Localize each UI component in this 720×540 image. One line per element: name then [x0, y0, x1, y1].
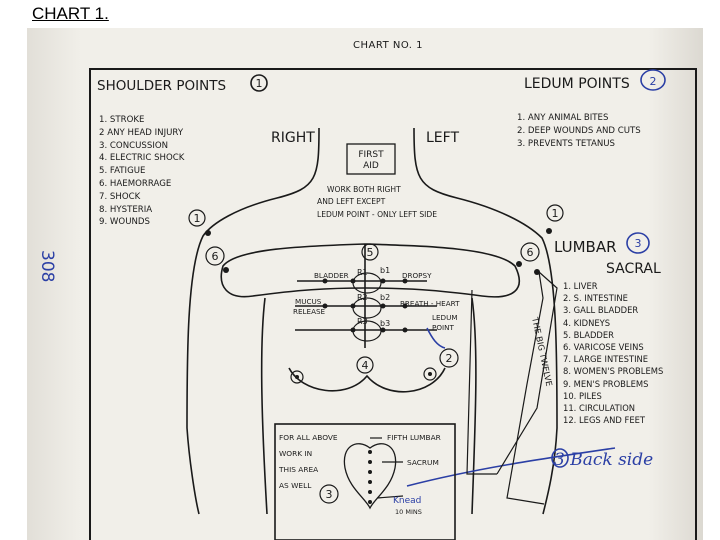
list-item: 9. WOUNDS: [99, 217, 150, 228]
circle-label-6-right: 6: [527, 246, 534, 259]
circle-label-1-top: 1: [256, 77, 263, 90]
label-release: RELEASE: [293, 307, 326, 316]
list-item: 5. BLADDER: [563, 329, 614, 340]
list-item: 7. SHOCK: [99, 191, 141, 202]
list-item: 8. WOMEN'S PROBLEMS: [563, 366, 664, 377]
note-line-1: WORK BOTH RIGHT: [327, 185, 401, 194]
label-b3: b3: [380, 319, 390, 328]
box-line-4: AS WELL: [279, 481, 312, 490]
list-item: 1. LIVER: [563, 281, 598, 291]
list-item: 5. FATIGUE: [99, 166, 146, 177]
list-item: 6. VARICOSE VEINS: [563, 341, 644, 352]
list-item: 4. KIDNEYS: [563, 317, 611, 328]
list-item: 6. HAEMORRAGE: [99, 178, 172, 189]
body-diagram: BLADDER DROPSY MUCUS RELEASE BREATH - HE…: [186, 69, 666, 540]
list-item: 7. LARGE INTESTINE: [563, 354, 649, 365]
label-point: POINT: [432, 323, 454, 332]
box-sacrum: SACRUM: [407, 458, 439, 467]
box-knead: Knead: [393, 496, 421, 506]
label-dropsy: DROPSY: [402, 271, 432, 280]
circle-label-3-lumbar: 3: [635, 237, 642, 250]
label-left: LEFT: [426, 130, 460, 146]
circle-label-4: 4: [362, 359, 369, 372]
list-item: 8. HYSTERIA: [99, 204, 153, 215]
sacral-title: SACRAL: [606, 261, 661, 277]
first-aid-line-2: AID: [363, 161, 379, 171]
list-item: 9. MEN'S PROBLEMS: [563, 378, 649, 389]
label-ledum: LEDUM: [432, 313, 458, 322]
list-item: 10. PILES: [563, 390, 602, 401]
note-line-2: AND LEFT EXCEPT: [317, 197, 386, 206]
list-item: 2. DEEP WOUNDS AND CUTS: [517, 125, 641, 136]
shoulder-points-title: SHOULDER POINTS: [97, 78, 227, 94]
first-aid-line-1: FIRST: [358, 150, 384, 160]
box-fifth-lumbar: FIFTH LUMBAR: [387, 433, 441, 442]
circle-label-2-top: 2: [650, 75, 657, 88]
list-item: 3. CONCUSSION: [99, 140, 169, 151]
box-line-2: WORK IN: [279, 449, 312, 458]
label-r3: R3: [357, 317, 368, 326]
chart-scan: CHART NO. 1 308 SHOULDER POINTS 1. STROK…: [27, 28, 703, 540]
box-line-3: THIS AREA: [278, 465, 318, 474]
list-item: 11. CIRCULATION: [563, 402, 636, 413]
label-r2: R2: [357, 293, 368, 302]
label-b1: b1: [380, 266, 390, 275]
circle-label-1-right: 1: [552, 207, 559, 220]
lumbar-title: LUMBAR: [554, 238, 617, 256]
slide-title: CHART 1.: [32, 4, 109, 23]
chart-frame: [89, 68, 697, 540]
label-breath-heart: BREATH - HEART: [400, 299, 460, 308]
label-right: RIGHT: [271, 130, 315, 146]
chart-header: CHART NO. 1: [353, 40, 424, 51]
label-bladder: BLADDER: [314, 271, 349, 280]
list-item: 2 ANY HEAD INJURY: [99, 127, 184, 138]
ledum-points-title: LEDUM POINTS: [524, 76, 630, 92]
list-item: 1. ANY ANIMAL BITES: [517, 113, 609, 123]
handwritten-back-side: 3 Back side: [554, 450, 653, 470]
list-item: 12. LEGS AND FEET: [563, 415, 646, 426]
shoulder-points-list: 1. STROKE 2 ANY HEAD INJURY 3. CONCUSSIO…: [99, 114, 184, 229]
box-knead-time: 10 MINS: [395, 508, 422, 516]
circle-label-1-left: 1: [194, 212, 201, 225]
ledum-points-list: 1. ANY ANIMAL BITES 2. DEEP WOUNDS AND C…: [517, 112, 641, 150]
label-b2: b2: [380, 293, 390, 302]
label-r1: R1: [357, 268, 368, 277]
list-item: 1. STROKE: [99, 115, 145, 125]
list-item: 2. S. INTESTINE: [563, 293, 628, 304]
circle-label-5: 5: [367, 246, 374, 259]
circle-label-2: 2: [446, 352, 453, 365]
circle-label-3: 3: [326, 488, 333, 501]
lumbar-list: 1. LIVER 2. S. INTESTINE 3. GALL BLADDER…: [563, 280, 663, 426]
note-line-3: LEDUM POINT - ONLY LEFT SIDE: [317, 210, 437, 219]
list-item: 3. GALL BLADDER: [563, 305, 639, 316]
circle-label-6-left: 6: [212, 250, 219, 263]
label-mucus: MUCUS: [295, 297, 322, 306]
list-item: 3. PREVENTS TETANUS: [517, 138, 616, 149]
box-line-1: FOR ALL ABOVE: [279, 433, 338, 442]
list-item: 4. ELECTRIC SHOCK: [99, 153, 185, 164]
